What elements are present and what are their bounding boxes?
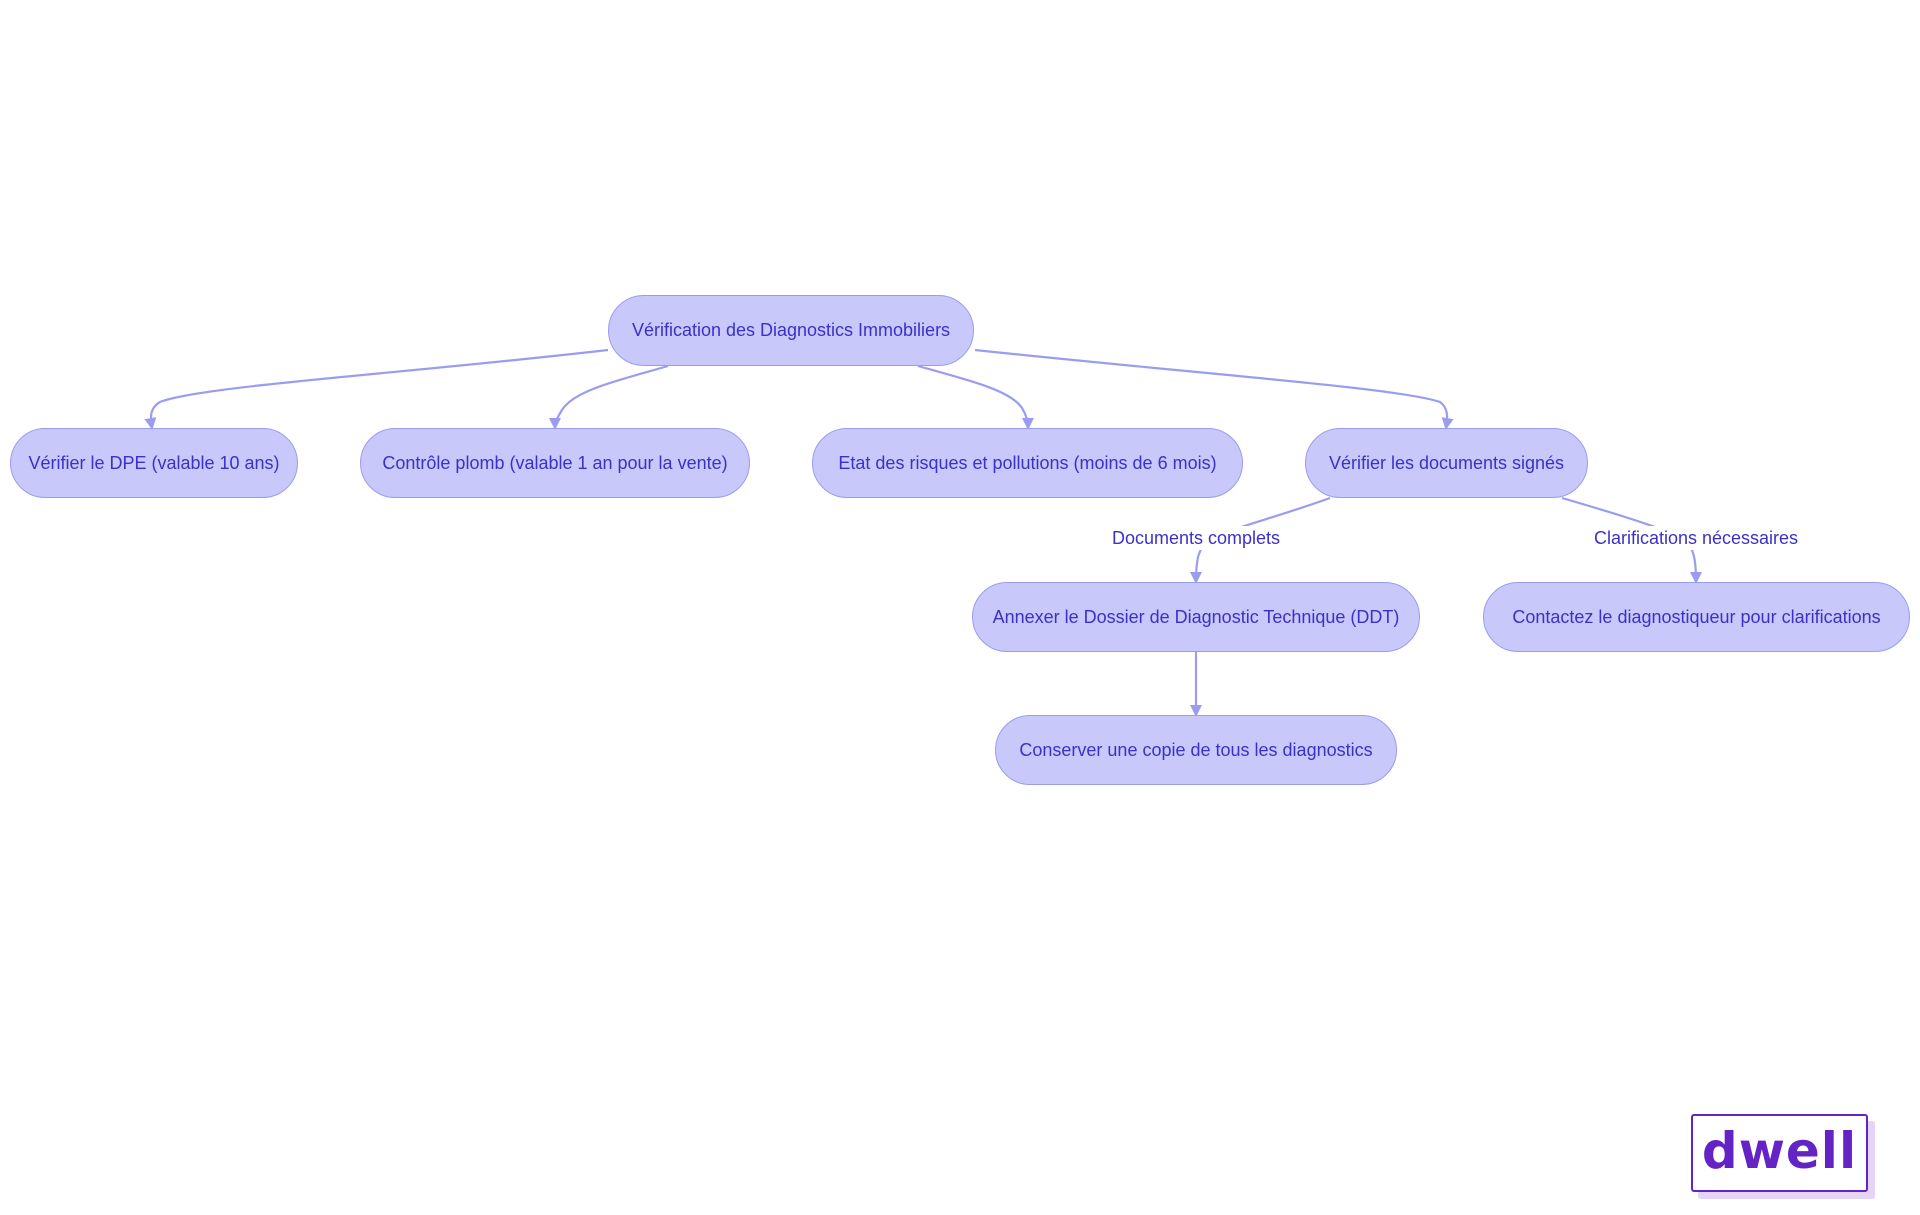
edge-root-to-plomb <box>549 364 669 430</box>
edge-label-clarifications: Clarifications nécessaires <box>1591 526 1801 550</box>
node-root: Vérification des Diagnostics Immobiliers <box>608 295 974 366</box>
node-annexer-ddt: Annexer le Dossier de Diagnostic Techniq… <box>972 582 1420 652</box>
logo-text: dwell <box>1701 1122 1858 1180</box>
node-verifier-dpe: Vérifier le DPE (valable 10 ans) <box>10 428 298 498</box>
node-etat-risques: Etat des risques et pollutions (moins de… <box>812 428 1243 498</box>
node-controle-plomb: Contrôle plomb (valable 1 an pour la ven… <box>360 428 750 498</box>
node-verifier-documents: Vérifier les documents signés <box>1305 428 1588 498</box>
node-contact-diagnostiqueur: Contactez le diagnostiqueur pour clarifi… <box>1483 582 1910 652</box>
edge-root-to-documents <box>974 348 1454 430</box>
dwell-logo: dwell <box>1691 1114 1868 1192</box>
edge-root-to-risques <box>917 364 1034 430</box>
edge-root-to-dpe <box>144 348 609 430</box>
node-conserver-copie: Conserver une copie de tous les diagnost… <box>995 715 1397 785</box>
edge-label-documents-complets: Documents complets <box>1109 526 1283 550</box>
